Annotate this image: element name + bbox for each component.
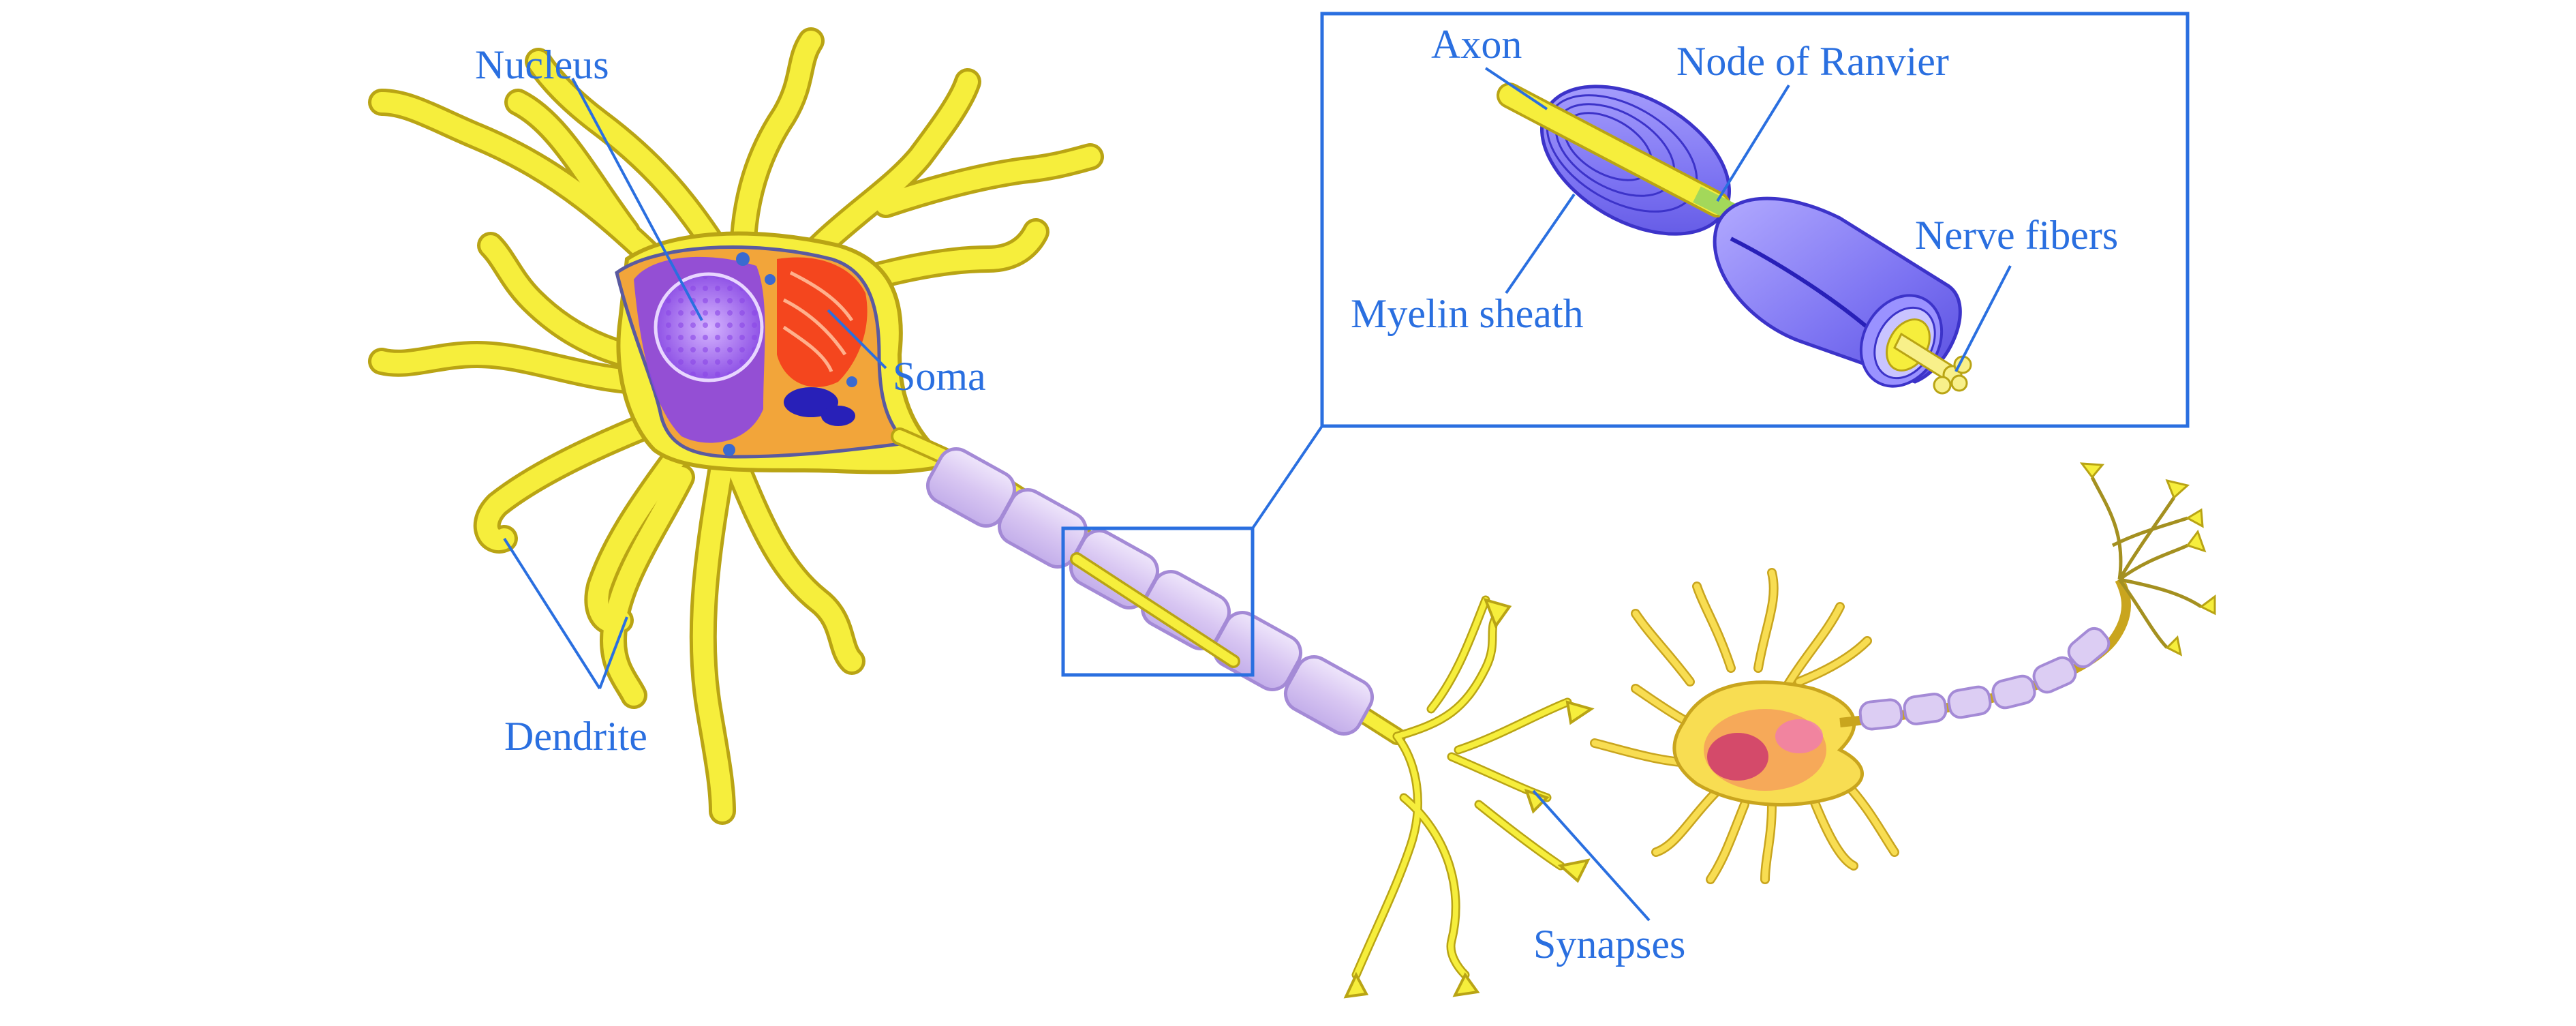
leader-nerve-fibers bbox=[1954, 265, 2012, 372]
inset-panel bbox=[1320, 12, 2190, 428]
axon-terminals bbox=[1351, 595, 1572, 980]
leader-dendrite-1 bbox=[503, 537, 601, 690]
nucleus-shape bbox=[654, 272, 764, 382]
leader-nucleus bbox=[571, 78, 703, 321]
leader-soma bbox=[827, 309, 887, 369]
myelin-segments-main bbox=[926, 447, 1374, 736]
leader-myelin bbox=[1505, 193, 1576, 295]
main-dendrites bbox=[368, 27, 1104, 825]
second-neuron-soma bbox=[1672, 680, 1864, 806]
leader-node bbox=[1716, 84, 1790, 202]
label-myelin-sheath: Myelin sheath bbox=[1351, 291, 1584, 336]
second-neuron-axon bbox=[1839, 462, 2216, 731]
leader-dendrite-2 bbox=[598, 616, 628, 689]
leader-synapses bbox=[1532, 789, 1651, 922]
leader-axon bbox=[1484, 67, 1548, 110]
synaptic-knobs bbox=[1343, 597, 1595, 999]
inset-axon-core bbox=[1497, 82, 1735, 220]
label-node-of-ranvier: Node of Ranvier bbox=[1676, 39, 1949, 84]
labels: Nucleus Soma Dendrite Axon Node of Ranvi… bbox=[475, 22, 2118, 967]
label-dendrite: Dendrite bbox=[504, 714, 647, 759]
zoom-region-box bbox=[1061, 425, 1323, 677]
label-soma: Soma bbox=[893, 354, 986, 399]
leader-lines bbox=[503, 67, 2012, 922]
label-nucleus: Nucleus bbox=[475, 42, 609, 87]
label-axon: Axon bbox=[1431, 22, 1522, 67]
label-nerve-fibers: Nerve fibers bbox=[1915, 213, 2118, 258]
axon-core-highlight bbox=[1070, 552, 1240, 668]
label-synapses: Synapses bbox=[1533, 922, 1685, 967]
